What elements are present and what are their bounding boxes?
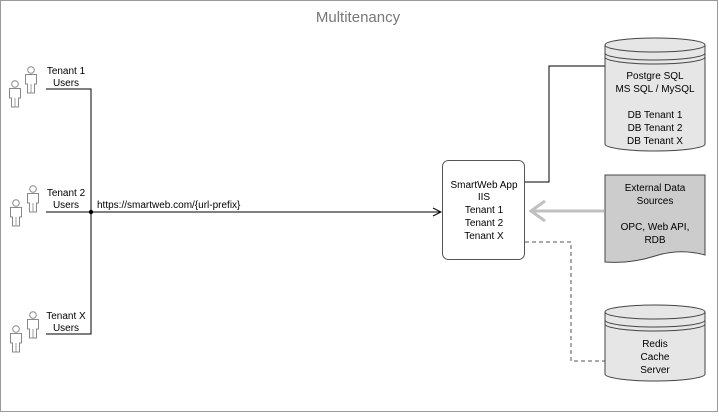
database-icon	[604, 37, 706, 152]
cache-label-line-2: Cache	[641, 352, 670, 363]
app-label-line-4: Tenant 2	[465, 218, 504, 229]
external-sources-document-icon	[604, 174, 706, 263]
app-label-line-1: SmartWeb App	[450, 180, 518, 191]
tenant-1-users-label: Users	[53, 78, 79, 89]
external-label-line-1: External Data	[625, 183, 686, 194]
external-data-arrow	[528, 199, 604, 223]
external-label-line-5: RDB	[644, 235, 665, 246]
tenant-x-label: Tenant X	[46, 311, 86, 322]
cache-label-line-1: Redis	[642, 339, 668, 350]
smartweb-app-box	[442, 160, 525, 260]
database-label-line-1: Postgre SQL	[626, 71, 684, 82]
database-label-line-2: MS SQL / MySQL	[615, 84, 695, 95]
app-label-line-3: Tenant 1	[465, 205, 504, 216]
tenant-x-users-label: Users	[53, 323, 79, 334]
redis-cache-icon	[604, 304, 706, 382]
cache-label-line-3: Server	[640, 365, 670, 376]
tenant-1-label: Tenant 1	[47, 66, 86, 77]
app-database-connector	[525, 65, 605, 183]
tenant-2-label: Tenant 2	[47, 188, 86, 199]
app-cache-connector	[525, 241, 605, 362]
diagram-title: Multitenancy	[316, 9, 401, 26]
app-label-line-2: IIS	[478, 192, 491, 203]
tenant-2-users-label: Users	[53, 200, 79, 211]
database-label-line-4: DB Tenant 1	[628, 110, 683, 121]
url-label: https://smartweb.com/{url-prefix}	[97, 200, 241, 211]
external-label-line-2: Sources	[637, 196, 674, 207]
app-label-line-5: Tenant X	[464, 231, 504, 242]
database-label-line-5: DB Tenant 2	[628, 123, 683, 134]
database-label-line-6: DB Tenant X	[627, 136, 683, 147]
external-label-line-4: OPC, Web API,	[621, 222, 690, 233]
